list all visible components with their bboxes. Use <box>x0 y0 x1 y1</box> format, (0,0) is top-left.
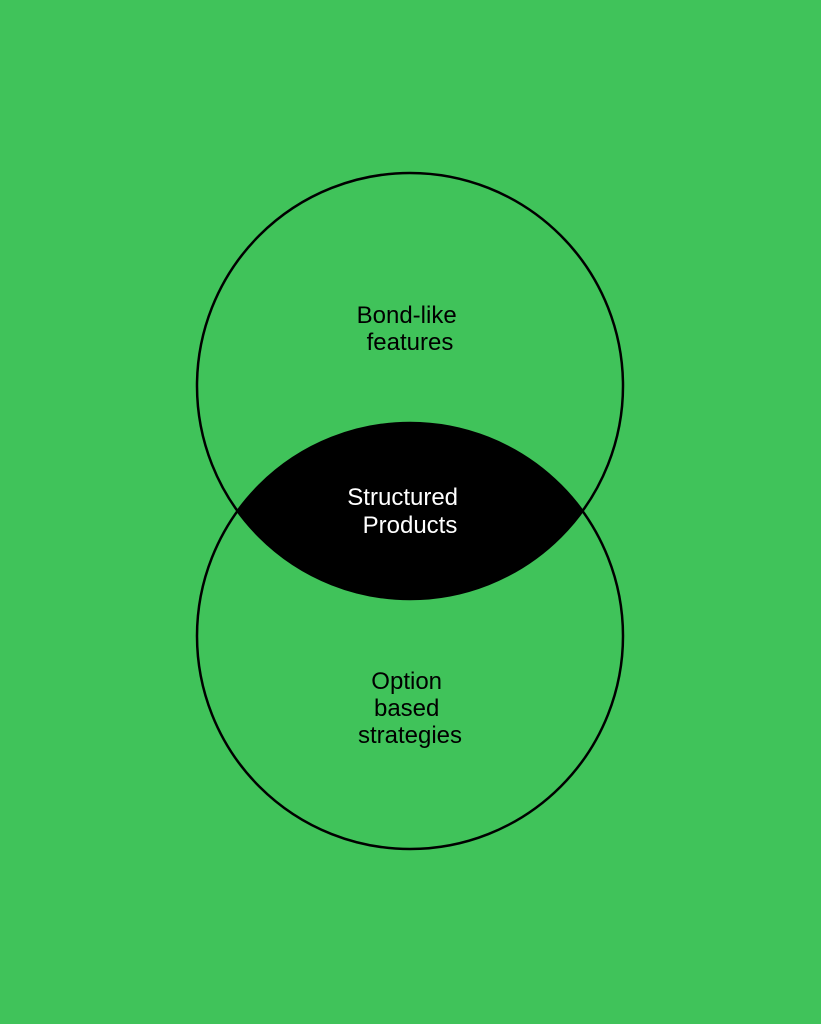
label-option-based-strategies: Option based strategies <box>358 668 462 749</box>
label-line: Option <box>371 668 442 695</box>
label-bond-like-features: Bond-like features <box>357 302 464 356</box>
circle-bond-like-features <box>195 171 625 601</box>
intersection-region <box>197 423 623 599</box>
label-line: Bond-like <box>357 302 457 329</box>
label-line: Products <box>363 512 458 539</box>
label-structured-products: Structured Products <box>347 484 464 539</box>
label-line: strategies <box>358 722 462 749</box>
label-line: Structured <box>347 484 458 511</box>
label-line: based <box>374 695 439 722</box>
circle-option-based-strategies <box>195 421 625 851</box>
label-line: features <box>367 329 454 356</box>
